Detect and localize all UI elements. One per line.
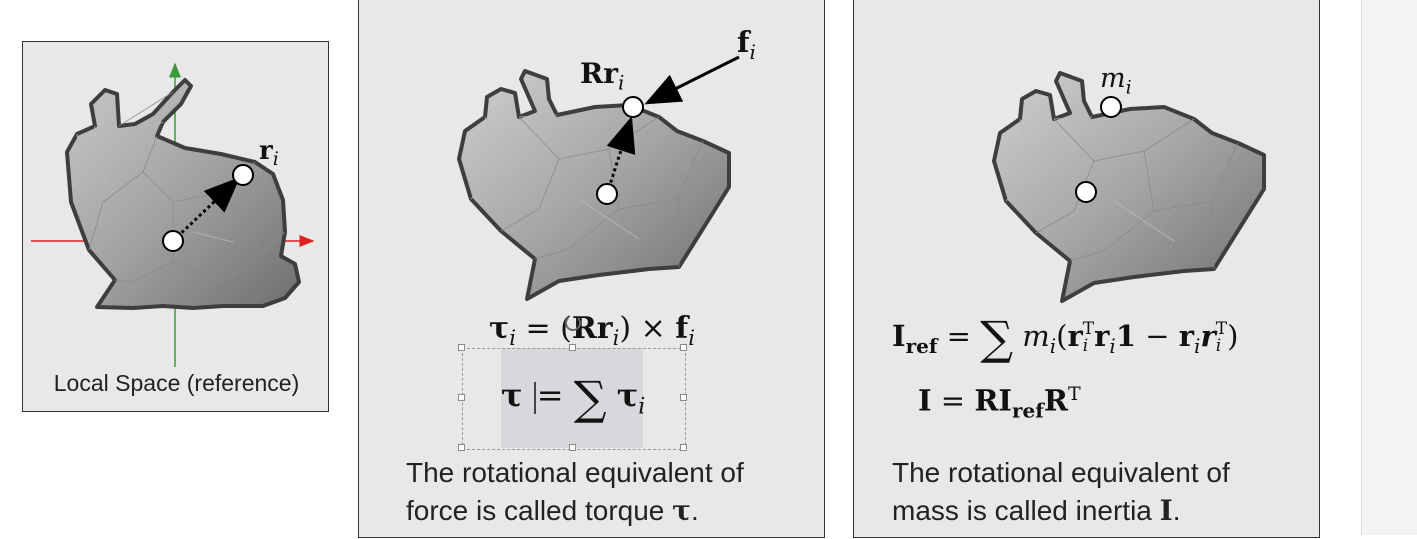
rotated-bunny-shape bbox=[457, 69, 731, 301]
world-inertia-equation: I = RIrefRT bbox=[918, 383, 1081, 423]
vertex-label: ri bbox=[259, 136, 279, 171]
torque-equation: τi = (Rri) × fi bbox=[489, 311, 695, 350]
side-pane bbox=[1361, 0, 1417, 535]
center-of-mass-point bbox=[1075, 181, 1097, 203]
inertia-figure bbox=[992, 71, 1266, 303]
selected-equation-box[interactable] bbox=[501, 348, 643, 448]
torque-panel: fi Rri τi = (Rri) × fi τ = ∑ τi The rota… bbox=[358, 0, 825, 538]
resize-handle-ml[interactable] bbox=[458, 394, 465, 401]
resize-handle-bm[interactable] bbox=[569, 444, 576, 451]
mass-point bbox=[1100, 96, 1122, 118]
resize-handle-tr[interactable] bbox=[680, 344, 687, 351]
rotated-position-label: Rri bbox=[580, 57, 625, 95]
local-space-panel: ri Local Space (reference) bbox=[22, 41, 329, 412]
rotate-handle-icon[interactable] bbox=[565, 315, 581, 331]
mass-label: mi bbox=[1100, 63, 1132, 99]
force-arrow bbox=[644, 55, 740, 105]
resize-handle-bl[interactable] bbox=[458, 444, 465, 451]
force-application-point bbox=[622, 96, 644, 118]
inertia-caption: The rotational equivalent of mass is cal… bbox=[892, 457, 1230, 527]
net-torque-equation: τ = ∑ τi bbox=[501, 371, 646, 425]
local-space-figure bbox=[31, 62, 315, 367]
center-of-mass-point bbox=[162, 230, 184, 252]
resize-handle-tm[interactable] bbox=[569, 344, 576, 351]
resize-handle-tl[interactable] bbox=[458, 344, 465, 351]
torque-figure bbox=[457, 55, 740, 301]
resize-handle-mr[interactable] bbox=[680, 394, 687, 401]
vertex-point bbox=[232, 164, 254, 186]
text-cursor bbox=[533, 381, 536, 414]
force-label: fi bbox=[737, 25, 756, 64]
resize-handle-br[interactable] bbox=[680, 444, 687, 451]
center-of-mass-point bbox=[596, 183, 618, 205]
local-space-caption: Local Space (reference) bbox=[53, 370, 300, 396]
rotated-bunny-shape bbox=[992, 71, 1266, 303]
bunny-shape bbox=[65, 78, 301, 310]
torque-caption: The rotational equivalent of force is ca… bbox=[406, 457, 744, 527]
position-vector bbox=[171, 176, 241, 243]
rotated-position-vector bbox=[605, 116, 636, 195]
